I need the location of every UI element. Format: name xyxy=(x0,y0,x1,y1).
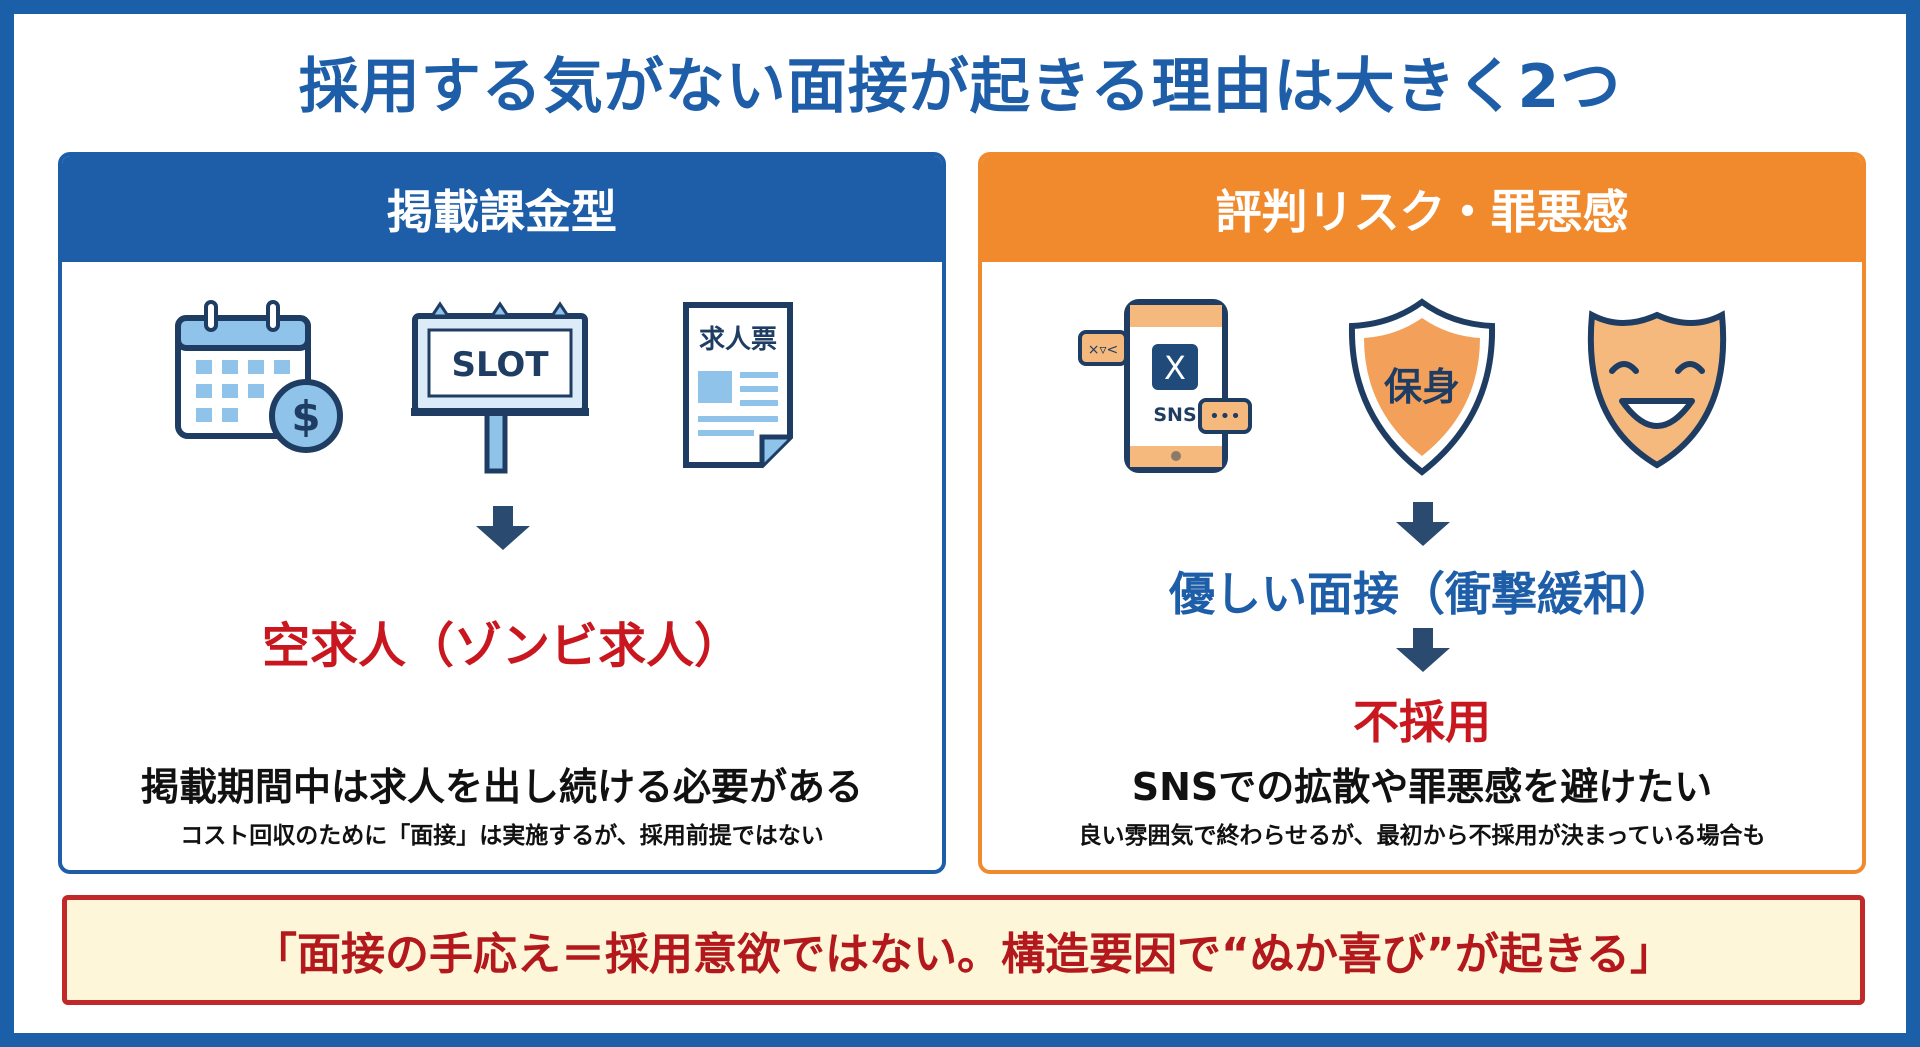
panel-header: 評判リスク・罪悪感 xyxy=(982,156,1862,262)
panel-header: 掲載課金型 xyxy=(62,156,942,262)
svg-text:X: X xyxy=(1164,349,1186,387)
svg-text:×▿<: ×▿< xyxy=(1088,342,1119,358)
page-title: 採用する気がない面接が起きる理由は大きく2つ xyxy=(298,52,1622,122)
document-label: 求人票 xyxy=(698,325,777,355)
intermediate-text: 優しい面接（衝撃緩和） xyxy=(1169,567,1675,621)
svg-text:保身: 保身 xyxy=(1384,365,1460,409)
svg-text:$: $ xyxy=(291,392,320,441)
billboard-icon: SLOT xyxy=(411,301,589,474)
panel-reputation-risk: 評判リスク・罪悪感 X SNS ×▿< ••• 保身 優しい面接（衝撃緩和） 不… xyxy=(978,152,1866,874)
arrow-down-icon xyxy=(1396,628,1450,672)
main-text: 掲載期間中は求人を出し続ける必要がある xyxy=(140,765,863,809)
arrow-down-icon xyxy=(476,506,530,550)
result-text: 空求人（ゾンビ求人） xyxy=(261,618,742,674)
arrow-down-icon xyxy=(1396,502,1450,546)
sub-text: コスト回収のために「面接」は実施するが、採用前提ではない xyxy=(180,823,824,849)
smartphone-sns-icon: X SNS ×▿< ••• xyxy=(1078,299,1252,473)
panel-posting-fee: 掲載課金型 $ SLOT 求人票 空求人（ゾンビ求人） 掲載期間中は求人を出し続… xyxy=(58,152,946,874)
calendar-dollar-icon: $ xyxy=(175,300,343,453)
sub-text: 良い雰囲気で終わらせるが、最初から不採用が決まっている場合も xyxy=(1078,823,1766,849)
svg-text:SLOT: SLOT xyxy=(451,345,549,385)
svg-text:•••: ••• xyxy=(1209,406,1241,427)
smiling-mask-icon xyxy=(1587,310,1727,469)
shield-self-protection-icon: 保身 xyxy=(1348,298,1496,476)
job-posting-document-icon: 求人票 xyxy=(682,301,794,469)
main-text: SNSでの拡散や罪悪感を避けたい xyxy=(1131,765,1713,809)
conclusion-banner: 「面接の手応え＝採用意欲ではない。構造要因で“ぬか喜び”が起きる」 xyxy=(62,895,1865,1005)
result-text: 不採用 xyxy=(1353,695,1491,749)
svg-text:SNS: SNS xyxy=(1153,404,1196,426)
